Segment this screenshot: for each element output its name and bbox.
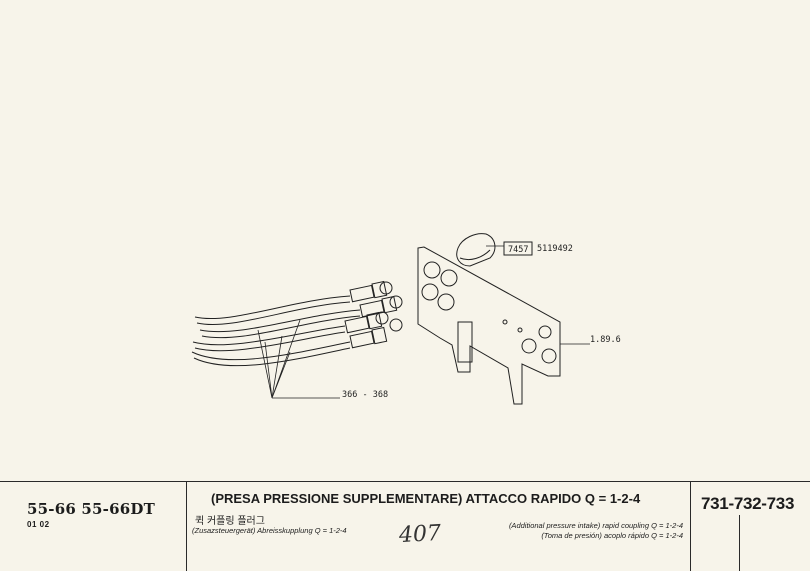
model-names: 55-66 55-66DT bbox=[27, 500, 155, 518]
model-subcode: 01 02 bbox=[27, 520, 50, 529]
italian-title: (PRESA PRESSIONE SUPPLEMENTARE) ATTACCO … bbox=[211, 491, 641, 506]
plate-callout: 1.89.6 bbox=[590, 335, 621, 345]
german-description: (Zusazsteuergerät) Abreisskupplung Q = 1… bbox=[192, 526, 347, 535]
cap-part-number: 5119492 bbox=[537, 244, 573, 254]
title-block: 55-66 55-66DT 01 02 (PRESA PRESSIONE SUP… bbox=[0, 481, 810, 571]
code-divider bbox=[739, 515, 740, 571]
spanish-description: (Toma de presión) acoplo rápido Q = 1-2-… bbox=[541, 531, 683, 540]
cap-reference-number: 7457 bbox=[508, 245, 528, 255]
hoses-callout: 366 - 368 bbox=[342, 390, 388, 400]
description-cell: (PRESA PRESSIONE SUPPLEMENTARE) ATTACCO … bbox=[187, 482, 691, 571]
english-description: (Additional pressure intake) rapid coupl… bbox=[508, 521, 683, 530]
exploded-parts-drawing: 366 - 368 1.89.6 7457 5119492 bbox=[191, 233, 621, 405]
quick-coupler-1 bbox=[349, 280, 393, 303]
quick-coupler-4 bbox=[349, 318, 403, 349]
handwritten-page-number: 407 bbox=[398, 520, 442, 549]
protective-cap bbox=[456, 233, 496, 267]
mounting-plate bbox=[417, 246, 590, 405]
model-cell: 55-66 55-66DT 01 02 bbox=[0, 482, 187, 571]
quick-coupler-3 bbox=[344, 311, 389, 334]
korean-description: 퀵 커플링 플러그 bbox=[195, 516, 265, 527]
catalog-code: 731-732-733 bbox=[701, 494, 795, 513]
quick-coupler-2 bbox=[359, 295, 403, 318]
hydraulic-hoses bbox=[191, 280, 403, 399]
code-cell: 731-732-733 bbox=[691, 482, 810, 571]
reference-box bbox=[503, 241, 533, 256]
